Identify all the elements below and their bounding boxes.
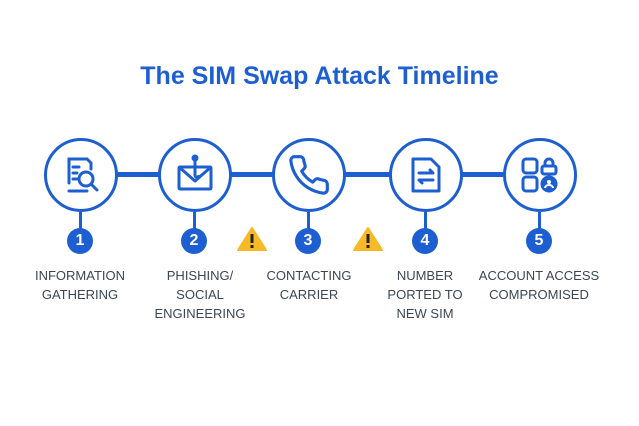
label-line: CARRIER — [279, 287, 339, 302]
document-search-icon — [67, 157, 99, 193]
step-2-label: PHISHING/ SOCIAL ENGINEERING — [135, 266, 265, 323]
step-1-stem — [79, 212, 82, 230]
step-1-circle — [44, 138, 118, 212]
label-line: INFORMATION — [34, 268, 126, 283]
warning-icon — [237, 227, 267, 251]
label-line: NEW SIM — [396, 306, 454, 321]
step-3-number: 3 — [295, 228, 321, 254]
label-line: PHISHING/ — [166, 268, 234, 283]
step-3-circle — [272, 138, 346, 212]
step-5-number: 5 — [526, 228, 552, 254]
label-line: ACCOUNT ACCESS — [478, 268, 600, 283]
label-line: PORTED TO — [387, 287, 463, 302]
step-2-stem — [193, 212, 196, 230]
label-line: ENGINEERING — [154, 306, 246, 321]
step-5-circle — [503, 138, 577, 212]
step-2-number: 2 — [181, 228, 207, 254]
label-line: CONTACTING — [266, 268, 352, 283]
step-3-label: CONTACTING CARRIER — [244, 266, 374, 304]
step-1-label: INFORMATION GATHERING — [15, 266, 145, 304]
step-4-number: 4 — [412, 228, 438, 254]
step-4-stem — [424, 212, 427, 230]
warning-icon — [353, 227, 383, 251]
step-4-circle — [389, 138, 463, 212]
phone-icon — [289, 155, 329, 195]
label-line: COMPROMISED — [489, 287, 589, 302]
step-5-stem — [538, 212, 541, 230]
step-5-label: ACCOUNT ACCESS COMPROMISED — [474, 266, 604, 304]
accounts-locked-icon — [521, 157, 558, 193]
phishing-envelope-icon — [177, 154, 213, 191]
step-2-circle — [158, 138, 232, 212]
step-3-stem — [307, 212, 310, 230]
label-line: GATHERING — [41, 287, 119, 302]
sim-swap-icon — [411, 157, 441, 193]
label-line: SOCIAL — [176, 287, 224, 302]
step-1-number: 1 — [67, 228, 93, 254]
step-4-label: NUMBER PORTED TO NEW SIM — [360, 266, 490, 323]
page-title: The SIM Swap Attack Timeline — [140, 62, 499, 90]
label-line: NUMBER — [396, 268, 454, 283]
